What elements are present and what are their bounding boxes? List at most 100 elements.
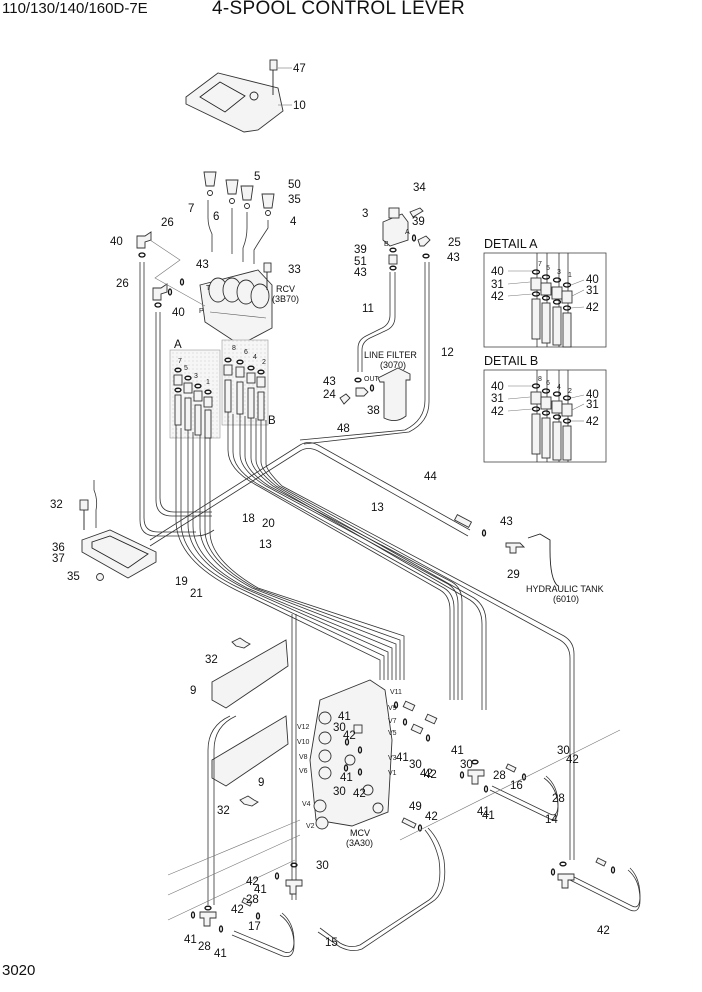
callout-number: 21 (190, 588, 203, 600)
callout-number: 47 (293, 63, 306, 75)
callout-number: 5 (254, 171, 260, 183)
detail-a: DETAIL A 7 5 3 1 40 31 42 40 (483, 237, 607, 348)
port-mark: 1 (206, 379, 210, 386)
line-filter-label: LINE FILTER (364, 350, 417, 360)
port-mark: V11 (390, 689, 402, 696)
callout-number: 42 (246, 876, 259, 888)
callout-number: 11 (362, 303, 374, 315)
callout-number: 26 (161, 217, 174, 229)
callout-number: 42 (424, 769, 437, 781)
mcv-body (309, 679, 393, 830)
callout-number: 41 (184, 934, 197, 946)
callout-number: 7 (188, 203, 194, 215)
detail-b-title: DETAIL B (484, 354, 538, 368)
callout-number: 40 (172, 307, 185, 319)
callout-number: 30 (316, 860, 329, 872)
line-filter-code: (3070) (380, 360, 406, 370)
construction-lines (167, 729, 621, 921)
callout: 31 (491, 393, 504, 405)
callout: 31 (491, 279, 504, 291)
callout: 31 (586, 399, 599, 411)
mcv-label: MCV (350, 828, 370, 838)
callout-number: 35 (67, 571, 80, 583)
callout: 40 (491, 266, 504, 278)
callout-number: 51 (354, 256, 367, 268)
elbow-fittings (136, 231, 185, 308)
callout-number: 43 (196, 259, 209, 271)
pilot-hose-bundle (175, 412, 575, 860)
callout-number: 42 (597, 925, 610, 937)
callout-number: 3 (362, 208, 368, 220)
callout-number: 43 (447, 252, 460, 264)
callout-number: 41 (482, 810, 495, 822)
callout: 42 (586, 302, 599, 314)
mcv-brackets (211, 637, 289, 807)
callout-number: 41 (477, 806, 490, 818)
callout-number: 13 (371, 502, 384, 514)
port-mark: V10 (297, 739, 310, 746)
port-mark: V1 (388, 770, 397, 777)
callout-number: 30 (409, 759, 422, 771)
rcv-body (199, 269, 273, 346)
callout-number: 14 (545, 814, 558, 826)
port-mark: V12 (297, 724, 310, 731)
selector-valve (382, 207, 431, 271)
callout-number: 29 (507, 569, 520, 581)
group-b-label: B (268, 415, 276, 427)
port-label: 5 (546, 265, 550, 272)
callout-number: 41 (338, 711, 351, 723)
callout: 42 (491, 406, 504, 418)
callout-number: 40 (110, 236, 123, 248)
rcv-code: (3B70) (272, 294, 299, 304)
mcv-right-fittings (393, 700, 438, 832)
callout-number: 41 (340, 772, 353, 784)
port-label: 2 (568, 388, 572, 395)
callout-number: 38 (367, 405, 380, 417)
callout-number: 32 (205, 654, 218, 666)
port-label: 7 (538, 261, 542, 268)
port-label: 4 (557, 384, 561, 391)
rcv-label: RCV (276, 284, 295, 294)
callout-number: 35 (288, 194, 301, 206)
detail-a-title: DETAIL A (484, 237, 538, 251)
port-mark: V5 (388, 730, 397, 737)
port-mark: V4 (302, 801, 311, 808)
port-label: 8 (538, 376, 542, 383)
callout-number: 30 (557, 745, 570, 757)
lever-knobs (203, 171, 275, 216)
callout: 40 (586, 274, 599, 286)
callout-number: 50 (288, 179, 301, 191)
callout-number: 48 (337, 423, 350, 435)
callout-number: 37 (52, 553, 65, 565)
callout-number: 10 (293, 100, 306, 112)
port-mark: B (384, 241, 389, 248)
filter-supply-hose (357, 272, 396, 372)
callout-number: 43 (354, 267, 367, 279)
port-mark: V8 (299, 754, 308, 761)
callout-number: 6 (213, 211, 219, 223)
port-mark: V7 (388, 718, 397, 725)
line-filter (339, 367, 411, 421)
callout-number: 30 (460, 759, 473, 771)
callout-number: 42 (420, 768, 433, 780)
callout-number: 28 (493, 770, 506, 782)
bolt-47 (269, 59, 278, 95)
port-mark: T (206, 285, 211, 292)
callout-number: 17 (248, 921, 261, 933)
callout-number: 26 (116, 278, 129, 290)
lever-base-plate (79, 480, 157, 581)
port-mark: V3 (388, 755, 397, 762)
callout-number: 28 (198, 941, 211, 953)
hydraulic-tank-code: (6010) (553, 594, 579, 604)
callout-number: 28 (246, 894, 259, 906)
callout-number: 20 (262, 518, 275, 530)
port-mark: P (199, 308, 204, 315)
callout-number: 28 (552, 793, 565, 805)
callout-number: 41 (451, 745, 464, 757)
callout: 42 (491, 291, 504, 303)
callout-number: 44 (424, 471, 437, 483)
cover-plate (185, 72, 284, 133)
callout-number: 24 (323, 389, 336, 401)
